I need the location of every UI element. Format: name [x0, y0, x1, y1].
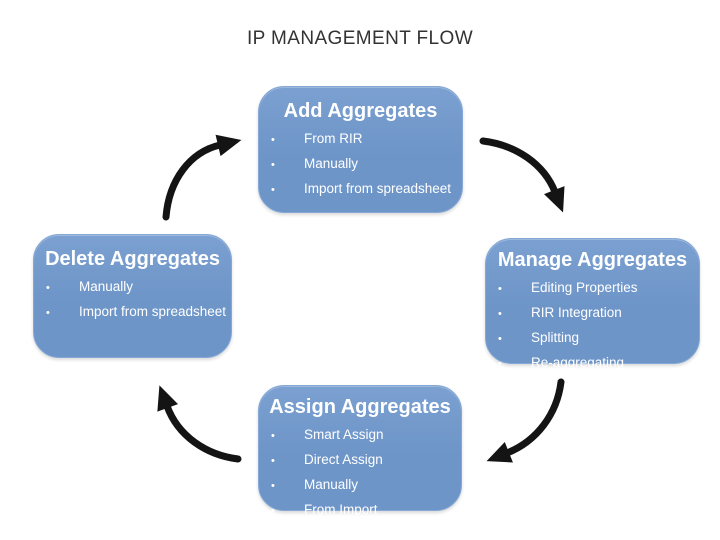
- bullet-text: Manually: [79, 279, 134, 294]
- flow-box-assign-aggregates: Assign Aggregates • Smart Assign • Direct A…: [258, 385, 462, 517]
- arrow-add-to-manage-icon: [479, 137, 565, 213]
- bullet-item: • Smart Assign: [271, 423, 455, 448]
- bullet-icon: •: [46, 282, 50, 294]
- bullet-text: From Import: [304, 502, 378, 517]
- bullet-item: • Manually: [271, 152, 456, 177]
- bullet-icon: •: [271, 184, 275, 196]
- bullet-icon: •: [498, 358, 502, 370]
- bullet-list-assign-aggregates: • Smart Assign • Direct Assign • Manually • Fro…: [259, 423, 461, 523]
- bullet-item: • Splitting: [498, 326, 693, 351]
- bullet-icon: •: [271, 430, 275, 442]
- bullet-icon: •: [271, 505, 275, 517]
- bullet-text: Import from spreadsheet: [79, 304, 227, 319]
- flow-box-manage-aggregates: Manage Aggregates • Editing Properties • RI…: [485, 238, 700, 370]
- bullet-icon: •: [498, 283, 502, 295]
- bullet-text: Splitting: [531, 330, 580, 345]
- bullet-item: • Editing Properties: [498, 276, 693, 301]
- bullet-item: • Direct Assign: [271, 448, 455, 473]
- bullet-text: Smart Assign: [304, 427, 384, 442]
- page-title: IP MANAGEMENT FLOW: [246, 28, 474, 49]
- box-title-delete-aggregates: Delete Aggregates: [45, 248, 220, 270]
- bullet-list-delete-aggregates: • Manually • Import from spreadsheet: [34, 275, 231, 325]
- bullet-item: • Re-aggregating: [498, 351, 693, 376]
- bullet-item: • RIR Integration: [498, 301, 693, 326]
- bullet-icon: •: [271, 134, 275, 146]
- arrow-assign-to-delete-icon: [157, 385, 242, 463]
- bullet-item: • From RIR: [271, 127, 456, 152]
- bullet-item: • Import from spreadsheet: [271, 177, 456, 202]
- arrow-manage-to-assign-icon: [486, 378, 565, 463]
- arrow-delete-to-add-icon: [162, 134, 242, 221]
- bullet-text: RIR Integration: [531, 305, 622, 320]
- bullet-text: Manually: [304, 156, 359, 171]
- flow-box-add-aggregates: Add Aggregates • From RIR • Manually • Import…: [258, 86, 463, 213]
- box-title-add-aggregates: Add Aggregates: [283, 100, 438, 122]
- flow-box-delete-aggregates: Delete Aggregates • Manually • Import from …: [33, 234, 232, 358]
- bullet-item: • From Import: [271, 498, 455, 523]
- box-title-assign-aggregates: Assign Aggregates: [269, 396, 451, 418]
- bullet-item: • Import from spreadsheet: [46, 300, 227, 325]
- bullet-icon: •: [271, 159, 275, 171]
- box-title-manage-aggregates: Manage Aggregates: [497, 249, 688, 271]
- bullet-icon: •: [498, 333, 502, 345]
- bullet-icon: •: [46, 307, 50, 319]
- bullet-text: Re-aggregating: [531, 355, 625, 370]
- bullet-list-add-aggregates: • From RIR • Manually • Import from spreadshe…: [259, 127, 462, 202]
- bullet-text: Direct Assign: [304, 452, 383, 467]
- bullet-text: Import from spreadsheet: [304, 181, 452, 196]
- bullet-item: • Manually: [46, 275, 225, 300]
- bullet-icon: •: [498, 308, 502, 320]
- bullet-icon: •: [271, 480, 275, 492]
- bullet-text: Manually: [304, 477, 359, 492]
- bullet-icon: •: [271, 455, 275, 467]
- bullet-text: Editing Properties: [531, 280, 638, 295]
- bullet-list-manage-aggregates: • Editing Properties • RIR Integration • Spli…: [486, 276, 699, 376]
- bullet-text: From RIR: [304, 131, 363, 146]
- bullet-item: • Manually: [271, 473, 455, 498]
